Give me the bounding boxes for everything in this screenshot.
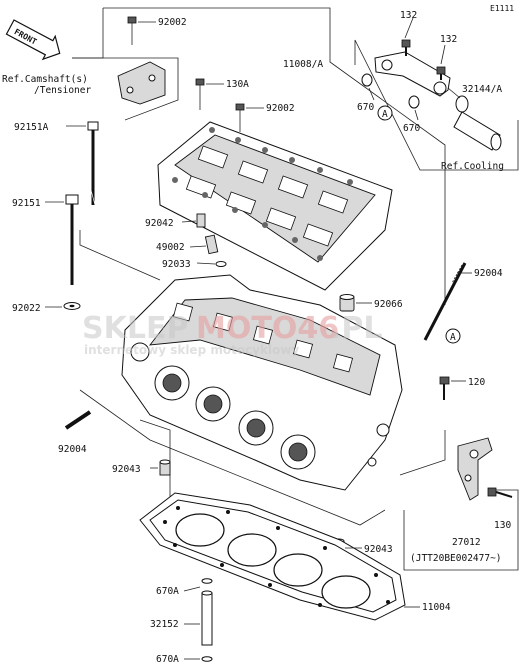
label-670-a: 670 — [357, 102, 374, 113]
label-32144a: 32144/A — [462, 84, 502, 95]
label-92043-left: 92043 — [112, 464, 141, 475]
stud-92151 — [65, 194, 79, 285]
cap-92066 — [339, 294, 355, 312]
leader-lines — [45, 17, 472, 660]
label-ref-camshaft-line2: /Tensioner — [34, 85, 91, 96]
washer-92022 — [63, 302, 81, 310]
head-gasket-11004 — [139, 492, 406, 621]
plug-49002 — [204, 234, 219, 255]
label-130: 130 — [494, 520, 511, 531]
ref-cooling-box — [354, 39, 519, 171]
hose-ref-cooling — [453, 111, 502, 151]
label-92002-mid: 92002 — [266, 103, 295, 114]
dowel-92042 — [196, 213, 206, 228]
oring-670-a — [361, 73, 373, 87]
label-92033: 92033 — [162, 259, 191, 270]
label-92022: 92022 — [12, 303, 41, 314]
label-670a-mid: 670A — [156, 586, 179, 597]
frame-outline-right-lower — [399, 430, 446, 476]
bolt-130a — [195, 78, 205, 110]
label-92004-left: 92004 — [58, 444, 87, 455]
front-arrow-icon: FRONT — [5, 19, 61, 61]
frame-outline-lower — [79, 389, 386, 526]
watermark-brand-left: SKLEP — [82, 311, 188, 346]
bolt-92002-top — [127, 16, 137, 45]
camshaft-cap-assembly — [157, 121, 393, 291]
label-92043-right: 92043 — [364, 544, 393, 555]
callout-a-right: A — [445, 328, 461, 344]
pipe-32152 — [201, 578, 213, 662]
bolt-120 — [439, 376, 450, 400]
bolt-92002-mid — [235, 103, 245, 132]
label-120: 120 — [468, 377, 485, 388]
clamp-32144a — [455, 95, 469, 113]
label-ref-camshaft-line1: Ref.Camshaft(s) — [2, 74, 88, 85]
frame-outline-gasket-box — [139, 419, 171, 500]
diagram-id: E1111 — [490, 4, 514, 13]
label-ref-cooling: Ref.Cooling — [441, 161, 504, 172]
ref-camshaft-box — [72, 57, 179, 121]
label-92151: 92151 — [12, 198, 41, 209]
intake-ports — [154, 365, 316, 470]
stud-92004-right — [423, 262, 467, 341]
dowel-92043-left — [159, 459, 171, 476]
label-132-a: 132 — [400, 10, 417, 21]
cylinder-head — [121, 274, 403, 491]
label-92042: 92042 — [145, 218, 174, 229]
label-11008a: 11008/A — [283, 59, 323, 70]
bracket-27012 — [403, 437, 519, 571]
watermark-tagline: internetowy sklep motocyklowy — [84, 343, 299, 357]
watermark-brand-mid: MOTO46 — [196, 311, 339, 346]
oring-92033 — [215, 261, 227, 267]
label-92004-right: 92004 — [474, 268, 503, 279]
label-92151a: 92151A — [14, 122, 49, 133]
label-132-b: 132 — [440, 34, 457, 45]
label-27012: 27012 — [452, 537, 481, 548]
label-92066: 92066 — [374, 299, 403, 310]
label-49002: 49002 — [156, 242, 185, 253]
stud-92004-left — [64, 410, 92, 430]
label-670-b: 670 — [403, 123, 420, 134]
oring-670-b — [408, 95, 420, 109]
camshaft-tensioner-part — [117, 61, 166, 105]
label-jtt-serial: (JTT20BE002477~) — [410, 553, 502, 564]
label-670a-bot: 670A — [156, 654, 179, 664]
watermark-brand-tld: .PL — [330, 311, 383, 346]
callout-a-right-label: A — [450, 332, 456, 343]
callout-a-top-label: A — [382, 109, 388, 120]
label-11004: 11004 — [422, 602, 451, 613]
frame-outline-top — [72, 8, 104, 59]
frame-outline-left — [79, 230, 161, 281]
label-32152: 32152 — [150, 619, 179, 630]
callout-a-top: A — [377, 105, 393, 121]
frame-outline-main — [103, 7, 446, 305]
label-92002-top: 92002 — [158, 17, 187, 28]
label-130a: 130A — [226, 79, 249, 90]
stud-92151a — [87, 121, 99, 206]
water-outlet-pipe — [374, 39, 451, 97]
watermark-logo: SKLEP MOTO46 .PL internetowy sklep motoc… — [82, 311, 383, 357]
